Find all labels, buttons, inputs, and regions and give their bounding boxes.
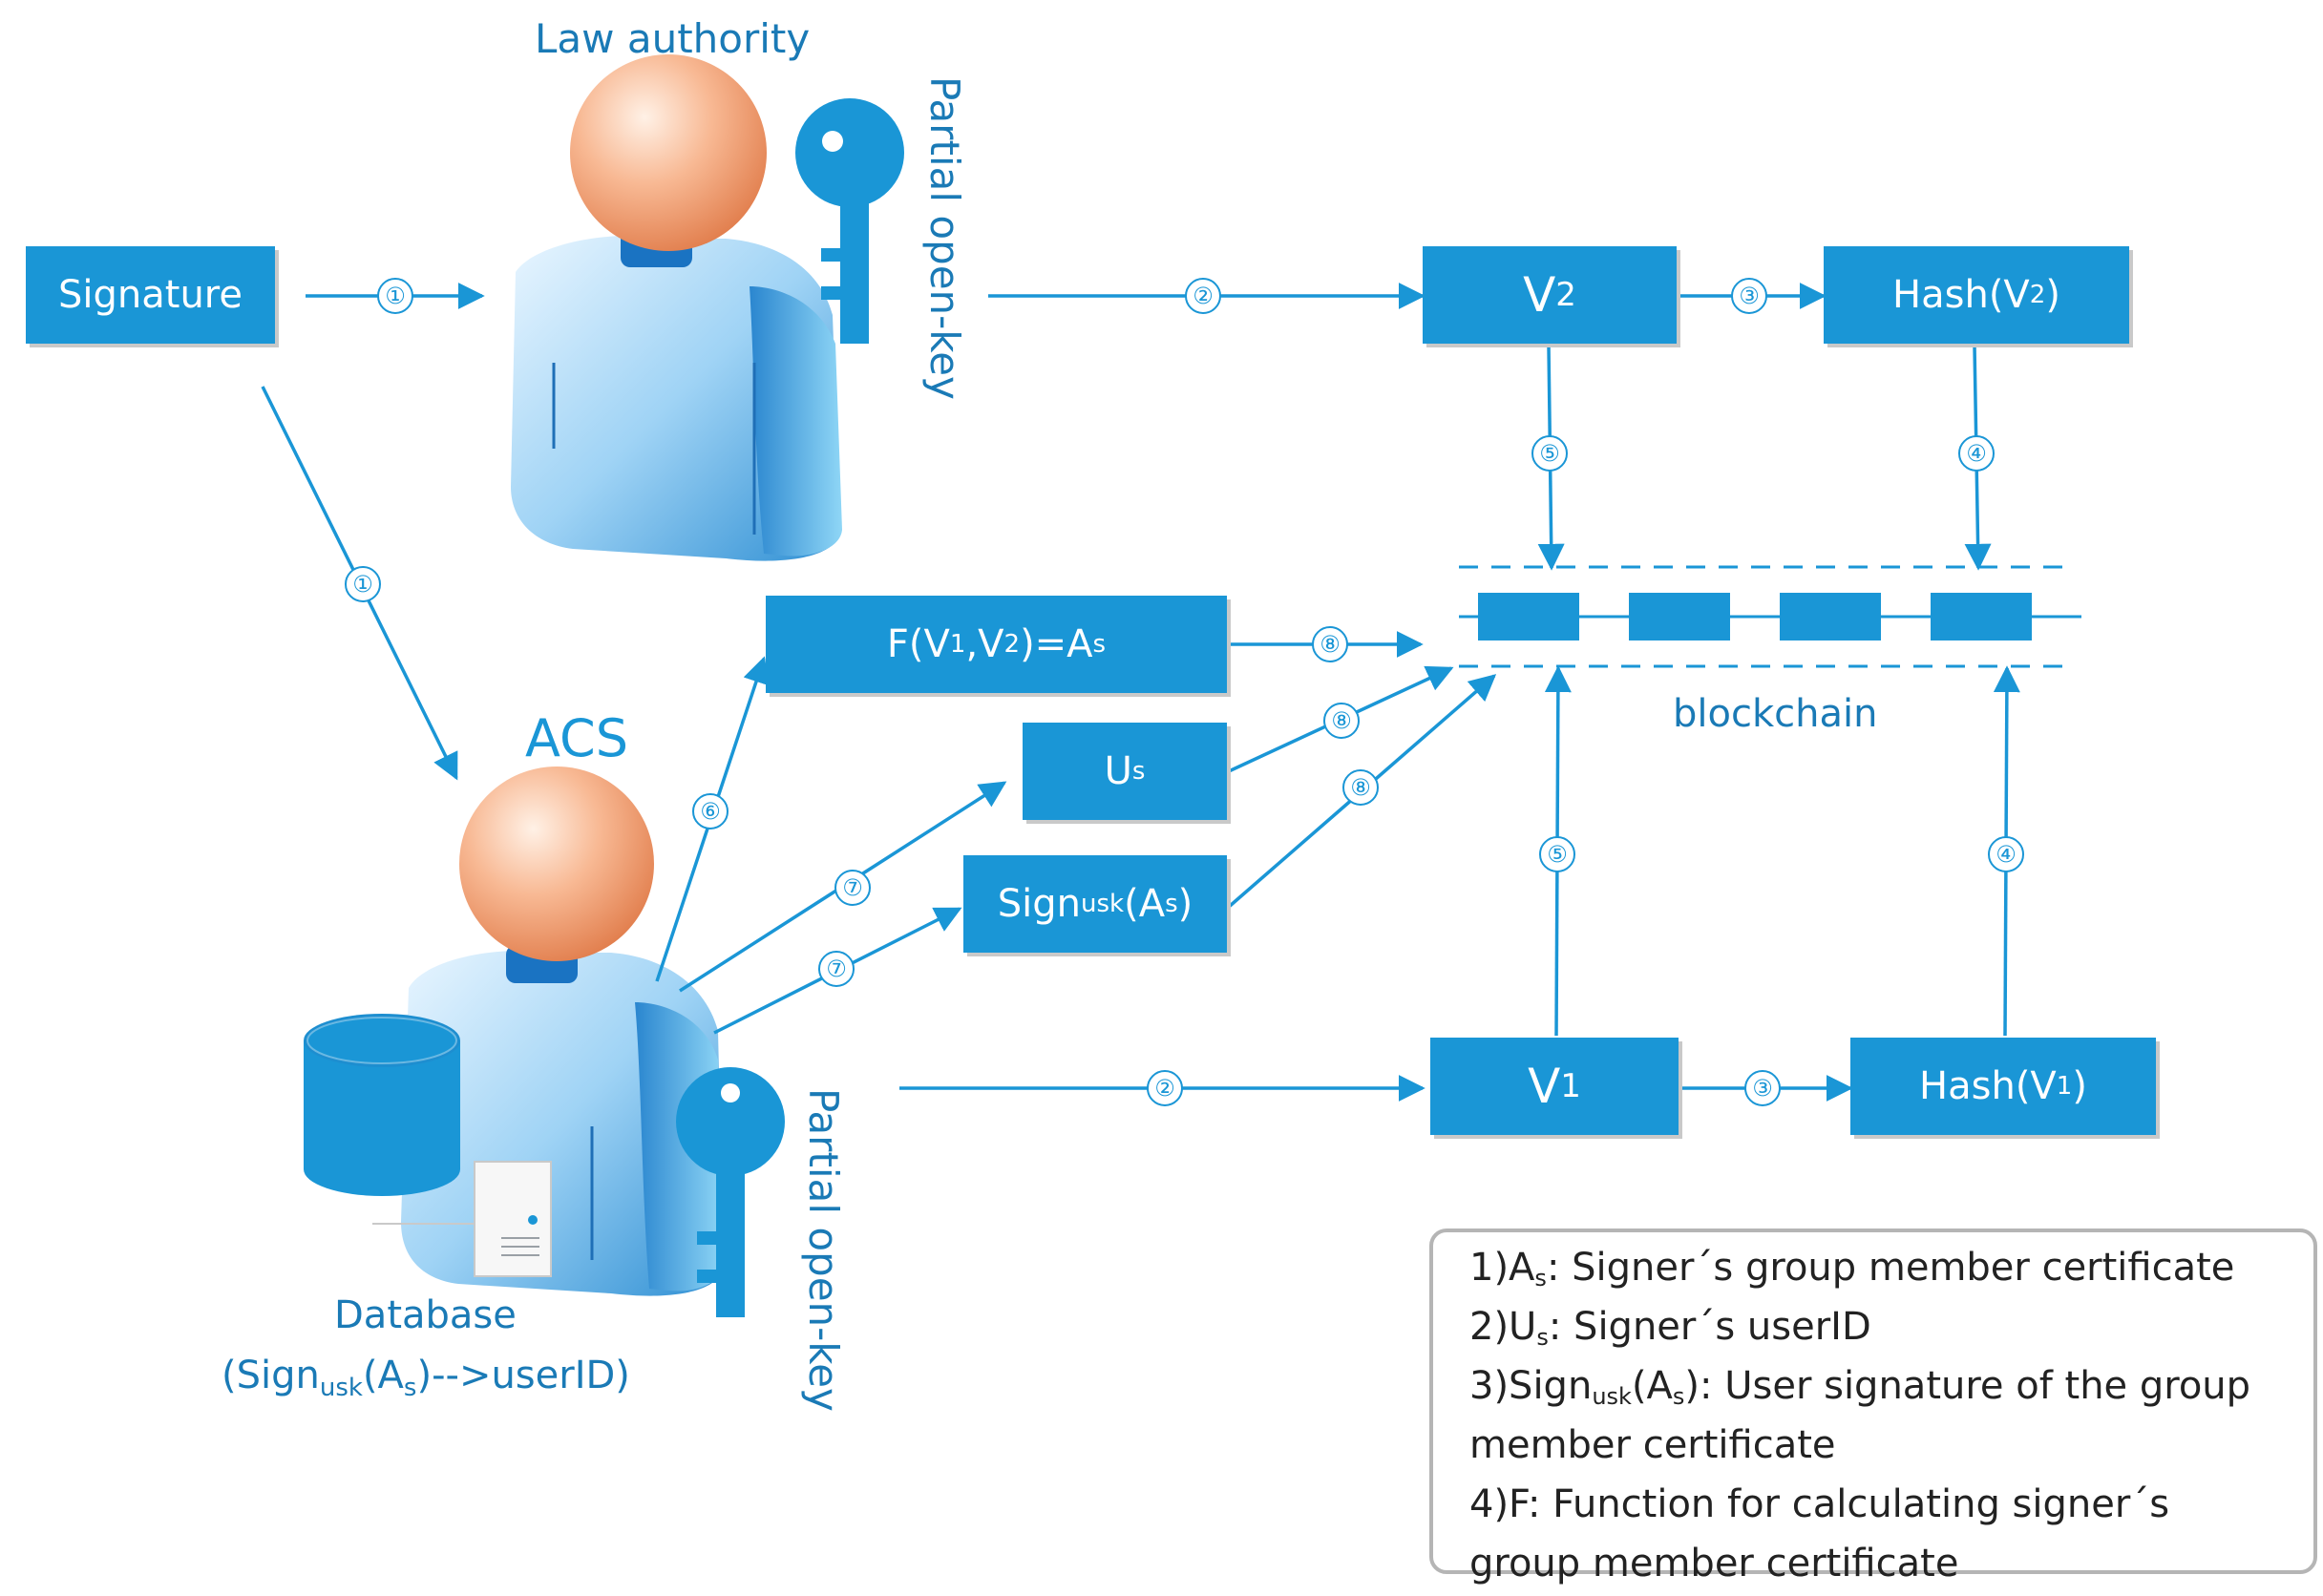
legend-item-4: 4)F: Function for calculating signer´s [1469, 1482, 2170, 1526]
legend-3-p3: ): User signature of the group [1684, 1364, 2251, 1408]
database-mapping-label: (Signusk(As)-->userID) [222, 1354, 630, 1400]
hash-v1-pre: Hash(V [1919, 1064, 2057, 1108]
step-1-marker: ① [377, 278, 413, 314]
us-main: U [1104, 749, 1132, 793]
law-partial-open-key-label: Partial open-key [921, 76, 968, 400]
server-document-icon [372, 1161, 552, 1277]
legend-2-pre: 2)U [1469, 1305, 1537, 1349]
step-4-marker: ④ [1958, 435, 1995, 472]
hash-v2-post: ) [2045, 273, 2060, 317]
v1-main: V [1528, 1059, 1561, 1114]
step-8-marker: ⑧ [1342, 769, 1379, 806]
law-authority-key-icon [795, 98, 904, 344]
step-6-marker: ⑥ [692, 793, 729, 830]
sign-p3: ) [1177, 882, 1193, 926]
legend-3-p1: 3)Sign [1469, 1364, 1593, 1408]
db-s2: s [403, 1374, 417, 1402]
law-authority-person-icon [511, 54, 842, 561]
acs-label: ACS [525, 708, 628, 768]
acs-key-icon [676, 1067, 785, 1317]
legend-box: 1)As: Signer´s group member certificate … [1429, 1228, 2317, 1586]
step-7-marker: ⑦ [818, 951, 855, 987]
database-icon [304, 1014, 460, 1196]
step-3-marker: ③ [1731, 278, 1767, 314]
step-4-marker: ④ [1988, 836, 2024, 872]
legend-2-sub: s [1536, 1324, 1549, 1351]
step-5-marker: ⑤ [1539, 836, 1575, 872]
law-authority-label: Law authority [535, 15, 811, 62]
step-2-marker: ② [1185, 278, 1221, 314]
legend-1-pre: 1)A [1469, 1246, 1535, 1290]
legend-item-3: 3)Signusk(As): User signature of the gro… [1469, 1356, 2313, 1416]
sign-p2: (A [1124, 882, 1166, 926]
blockchain-icon [1459, 565, 2081, 668]
step-8-marker: ⑧ [1323, 703, 1360, 739]
step-2-marker: ② [1147, 1070, 1183, 1106]
legend-item-2: 2)Us: Signer´s userID [1469, 1297, 2313, 1356]
step-1-marker: ① [345, 566, 381, 602]
db-p3: )-->userID) [416, 1354, 630, 1397]
signature-box: Signature [26, 246, 275, 344]
legend-1-sub: s [1534, 1265, 1547, 1292]
step-7-marker: ⑦ [834, 870, 871, 906]
acs-partial-open-key-label: Partial open-key [800, 1088, 847, 1412]
v2-main: V [1523, 267, 1556, 323]
f-p3: )=A [1020, 622, 1093, 666]
sign-p1: Sign [997, 882, 1082, 926]
legend-item-4-continued: group member certificate [1469, 1542, 1959, 1586]
db-p1: (Sign [222, 1354, 320, 1397]
legend-3-s1: usk [1592, 1383, 1632, 1410]
f-p2: ,V [965, 622, 1004, 666]
hash-v1-post: ) [2072, 1064, 2087, 1108]
blockchain-block [1629, 593, 1730, 640]
legend-item-3-continued: member certificate [1469, 1423, 1836, 1467]
step-8-marker: ⑧ [1312, 626, 1348, 662]
legend-1-post: : Signer´s group member certificate [1546, 1246, 2235, 1290]
step-5-marker: ⑤ [1531, 435, 1568, 472]
blockchain-label: blockchain [1673, 692, 1878, 736]
database-label: Database [334, 1293, 517, 1337]
legend-item-1: 1)As: Signer´s group member certificate [1469, 1238, 2313, 1297]
hash-v2-pre: Hash(V [1892, 273, 2030, 317]
blockchain-block [1478, 593, 1579, 640]
db-p2: (A [362, 1354, 404, 1397]
step-3-marker: ③ [1744, 1070, 1781, 1106]
legend-2-post: : Signer´s userID [1548, 1305, 1871, 1349]
blockchain-block [1931, 593, 2032, 640]
f-p1: F(V [886, 622, 950, 666]
db-s1: usk [319, 1374, 363, 1402]
legend-3-p2: (A [1631, 1364, 1673, 1408]
signature-box-label: Signature [58, 273, 243, 317]
blockchain-block [1780, 593, 1881, 640]
legend-3-s2: s [1672, 1383, 1685, 1410]
